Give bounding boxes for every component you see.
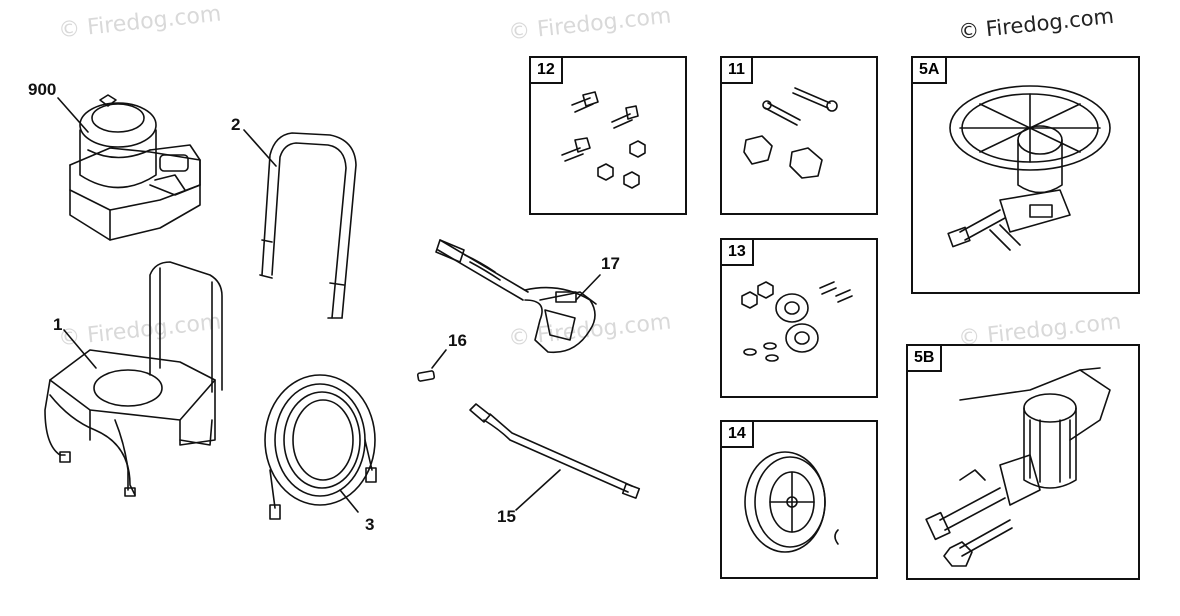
engine-drawing xyxy=(69,94,201,241)
callout-2: 2 xyxy=(231,115,241,134)
leader-17 xyxy=(575,274,601,301)
kit-label-13: 13 xyxy=(720,238,754,266)
leader-900 xyxy=(57,97,89,133)
leader-1 xyxy=(63,329,97,369)
kit-label-14: 14 xyxy=(720,420,754,448)
handle-drawing xyxy=(259,132,357,319)
callout-900: 900 xyxy=(28,80,57,99)
spray-gun-drawing xyxy=(435,239,597,354)
kit-label-12: 12 xyxy=(529,56,563,84)
callout-3: 3 xyxy=(365,515,375,534)
callout-16: 16 xyxy=(448,331,467,350)
bearings-kit-13-drawing xyxy=(741,281,853,362)
kit-box-5a: 5A xyxy=(911,56,1140,294)
nozzle-tip-drawing xyxy=(416,370,436,382)
kit-label-11: 11 xyxy=(720,56,753,84)
kit-box-11: 11 xyxy=(720,56,878,215)
leader-15 xyxy=(515,469,561,511)
bolts-nuts-12-drawing xyxy=(561,91,646,189)
leader-16 xyxy=(431,349,447,369)
kit-label-5b: 5B xyxy=(906,344,943,372)
kit-label-5a: 5A xyxy=(911,56,948,84)
wheel-14-drawing xyxy=(744,451,839,553)
wand-drawing xyxy=(469,403,641,499)
pump-5b-drawing xyxy=(925,367,1111,567)
callout-17: 17 xyxy=(601,254,620,273)
kit-box-14: 14 xyxy=(720,420,878,579)
hose-drawing xyxy=(264,374,377,520)
leader-2 xyxy=(243,129,277,167)
kit-box-13: 13 xyxy=(720,238,878,398)
pump-5a-drawing xyxy=(947,85,1111,251)
callout-1: 1 xyxy=(53,315,63,334)
callout-15: 15 xyxy=(497,507,516,526)
leader-3 xyxy=(339,489,359,513)
frame-drawing xyxy=(44,261,223,497)
kit-box-12: 12 xyxy=(529,56,687,215)
bolts-knobs-11-drawing xyxy=(743,87,838,179)
